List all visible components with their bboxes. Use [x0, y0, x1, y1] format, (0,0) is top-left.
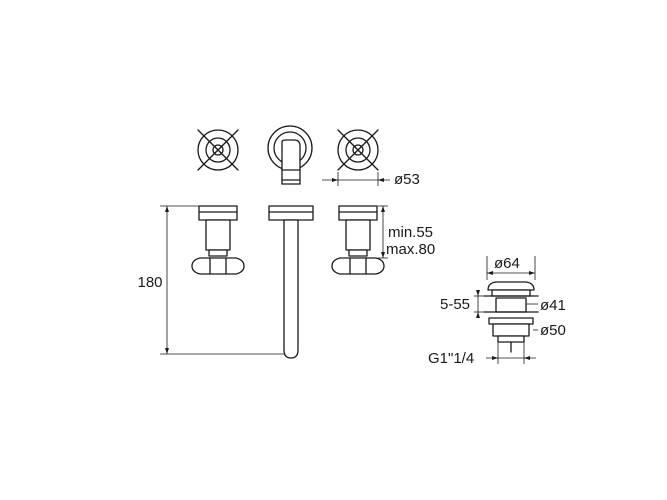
right-handle-front-view [331, 205, 385, 275]
waste-fitting [483, 281, 539, 353]
escutcheon-diameter-label: ø53 [394, 171, 420, 188]
total-height-label: 180 [137, 274, 162, 291]
waste-flange-diameter-dimension: ø50 [533, 322, 566, 339]
left-handle-top-view [197, 129, 239, 171]
depth-dimension: min.55 max.80 [378, 205, 435, 259]
spout-top-view [267, 125, 313, 185]
depth-min-label: min.55 [388, 224, 433, 241]
waste-thread-label: G1"1/4 [428, 350, 474, 367]
waste-cap-diameter-dimension: ø64 [486, 255, 536, 280]
waste-cap-diameter-label: ø64 [494, 255, 520, 272]
total-height-dimension: 180 [137, 205, 284, 355]
right-handle-top-view [337, 129, 379, 171]
escutcheon-diameter-dimension: ø53 [322, 171, 420, 188]
waste-body-diameter-dimension: ø41 [526, 297, 566, 314]
waste-thread-dimension: G1"1/4 [428, 342, 536, 367]
waste-body-diameter-label: ø41 [540, 297, 566, 314]
waste-flange-diameter-label: ø50 [540, 322, 566, 339]
left-handle-front-view [191, 205, 245, 275]
depth-max-label: max.80 [386, 241, 435, 258]
spout-front-view [268, 205, 314, 359]
waste-thickness-label: 5-55 [440, 296, 470, 313]
waste-thickness-dimension: 5-55 [440, 290, 484, 318]
